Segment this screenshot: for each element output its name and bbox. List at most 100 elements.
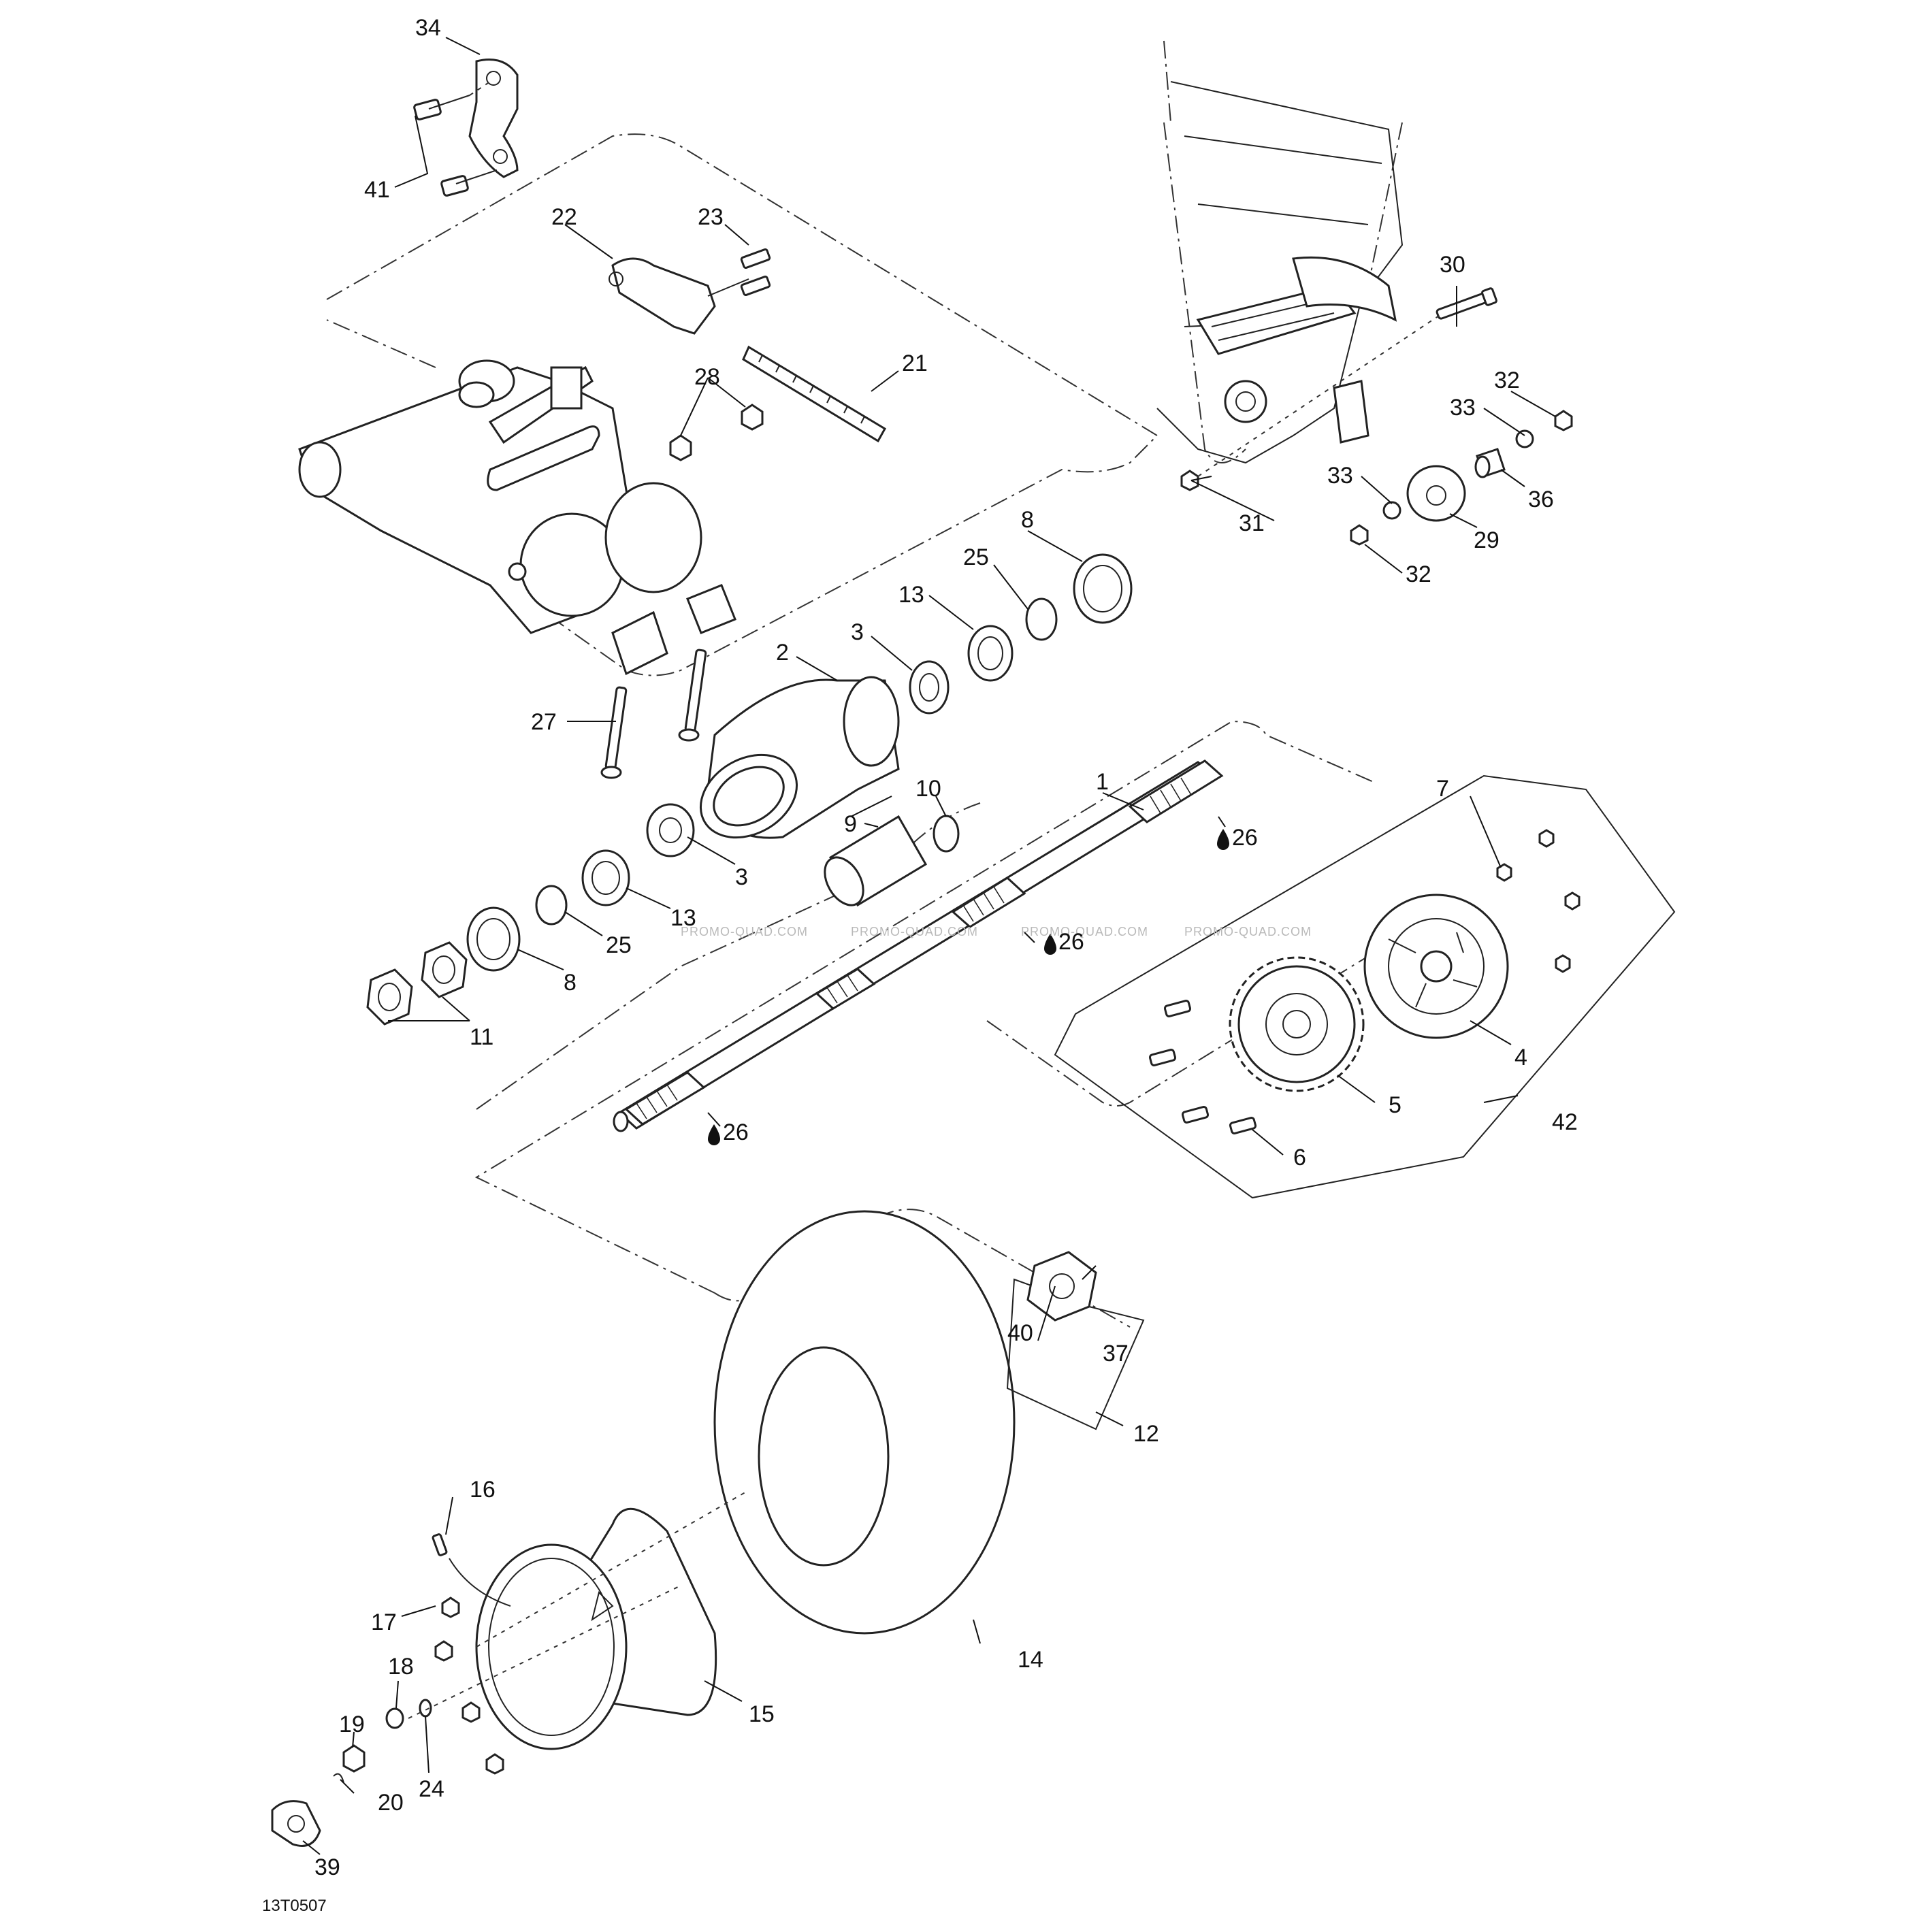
callout-3-left: 3 <box>735 864 748 890</box>
drawing-code: 13T0507 <box>262 1897 327 1915</box>
plate-22 <box>609 248 771 335</box>
callout-14: 14 <box>1018 1647 1043 1673</box>
callout-24: 24 <box>419 1776 444 1802</box>
callout-19: 19 <box>339 1712 365 1737</box>
valve-stem-16 <box>432 1533 511 1607</box>
oil-drop-icon <box>708 1124 720 1145</box>
cotter-pin-20 <box>333 1773 344 1784</box>
nuts-32 <box>1350 410 1573 546</box>
callout-13-right: 13 <box>898 582 924 608</box>
callout-27: 27 <box>531 709 557 735</box>
sprocket-5 <box>1229 956 1365 1092</box>
callout-29: 29 <box>1474 527 1500 553</box>
callout-11: 11 <box>470 1024 493 1050</box>
leader-lines <box>302 37 1556 1855</box>
sprocket-hub-4 <box>1363 894 1509 1039</box>
callout-4: 4 <box>1514 1045 1527 1070</box>
bolts-27 <box>600 649 707 779</box>
callout-32-top: 32 <box>1494 367 1520 393</box>
callout-13-left: 13 <box>670 905 696 931</box>
callout-8-left: 8 <box>564 970 577 996</box>
seal-13-left <box>581 849 630 906</box>
callout-17: 17 <box>371 1609 397 1635</box>
tire-14 <box>713 1210 1016 1635</box>
callout-25-left: 25 <box>606 932 632 958</box>
callout-36: 36 <box>1528 487 1554 512</box>
callout-3-right: 3 <box>851 619 864 645</box>
sprocket-kit-42-outline <box>1054 774 1676 1199</box>
callout-9: 9 <box>844 811 857 837</box>
caliper-bracket-34 <box>413 59 519 197</box>
drive-chain-21 <box>742 345 887 443</box>
axle-shaft-1 <box>613 759 1224 1132</box>
callout-25-right: 25 <box>963 544 989 570</box>
callout-31: 31 <box>1239 510 1265 536</box>
ring-25-left <box>535 885 568 926</box>
callout-41: 41 <box>364 177 390 203</box>
bolt-30 <box>1436 287 1497 320</box>
wheel-nuts-17 <box>434 1597 504 1775</box>
callout-2: 2 <box>776 640 789 666</box>
bushing-29 <box>1406 465 1466 522</box>
oil-drop-icons <box>708 829 1229 1145</box>
seal-8-right <box>1073 553 1133 624</box>
callout-26-bottom: 26 <box>723 1119 749 1145</box>
callout-42: 42 <box>1552 1109 1578 1135</box>
callout-33-top: 33 <box>1450 395 1476 421</box>
nuts-28 <box>669 404 764 461</box>
callout-40: 40 <box>1007 1320 1033 1346</box>
callout-labels: 34 41 22 23 21 28 30 32 33 33 36 31 29 3… <box>262 15 1578 1915</box>
callout-23: 23 <box>698 204 724 230</box>
nuts-11 <box>366 941 468 1026</box>
hub-cap-39 <box>271 1800 321 1847</box>
spacer-9 <box>824 815 928 907</box>
wheel-hub-12 <box>1006 1251 1145 1430</box>
callout-12: 12 <box>1133 1421 1159 1447</box>
callout-32-bottom: 32 <box>1406 561 1431 587</box>
nut-31 <box>1180 470 1199 491</box>
frame-section <box>1156 81 1404 464</box>
callout-16: 16 <box>470 1477 496 1503</box>
o-ring-10 <box>933 815 960 853</box>
callout-33-bottom: 33 <box>1327 463 1353 489</box>
watermark-text: PROMO-QUAD.COM <box>851 925 978 938</box>
callout-26-top: 26 <box>1232 825 1258 851</box>
callout-34: 34 <box>415 15 441 41</box>
callout-20: 20 <box>378 1790 404 1816</box>
sprocket-bolts-6 <box>1148 1000 1257 1134</box>
washers-33 <box>1382 429 1534 520</box>
sleeve-36 <box>1474 448 1506 478</box>
callout-5: 5 <box>1389 1092 1401 1118</box>
callout-18: 18 <box>388 1654 414 1680</box>
callout-37: 37 <box>1103 1341 1129 1366</box>
ring-25-right <box>1025 597 1058 641</box>
callout-26-middle: 26 <box>1058 929 1084 955</box>
swing-arm <box>298 359 736 676</box>
callout-1: 1 <box>1096 769 1109 795</box>
seal-8-left <box>466 906 521 972</box>
bearing-3-right <box>909 660 950 715</box>
washer-18 <box>385 1707 404 1729</box>
callout-30: 30 <box>1440 252 1465 278</box>
callout-39: 39 <box>314 1854 340 1880</box>
callout-6: 6 <box>1293 1145 1306 1170</box>
spacer-24 <box>419 1699 432 1718</box>
callout-15: 15 <box>749 1701 775 1727</box>
oil-drop-icon <box>1217 829 1229 850</box>
rim-15 <box>475 1507 717 1750</box>
oil-drop-icon <box>1044 934 1056 955</box>
hub-nuts-7 <box>1496 829 1581 973</box>
watermarks: PROMO-QUAD.COM PROMO-QUAD.COM PROMO-QUAD… <box>681 925 1312 938</box>
callout-8-right: 8 <box>1021 507 1034 533</box>
watermark-text: PROMO-QUAD.COM <box>1184 925 1312 938</box>
watermark-text: PROMO-QUAD.COM <box>681 925 808 938</box>
castle-nut-19 <box>342 1744 366 1773</box>
callout-7: 7 <box>1436 776 1449 802</box>
bearing-housing-2 <box>699 676 900 839</box>
callout-28: 28 <box>694 364 720 390</box>
callout-10: 10 <box>915 776 941 802</box>
callout-21: 21 <box>902 350 928 376</box>
callout-22: 22 <box>551 204 577 230</box>
bearing-3-left <box>646 803 695 857</box>
